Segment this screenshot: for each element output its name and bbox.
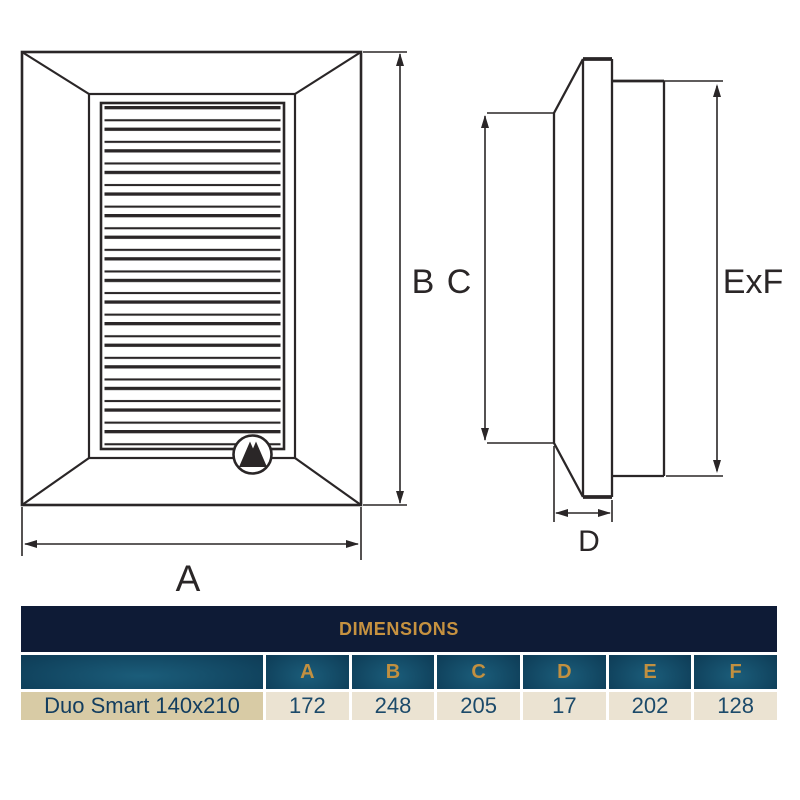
table-header-f: F bbox=[694, 655, 777, 689]
table-title: DIMENSIONS bbox=[338, 618, 459, 639]
side-view bbox=[552, 57, 666, 499]
value-d-cell: 17 bbox=[522, 692, 606, 720]
value-b-cell: 248 bbox=[351, 692, 435, 720]
front-outer-frame bbox=[20, 50, 363, 507]
table-header-e: E bbox=[608, 655, 692, 689]
technical-drawing: A B C ExF D bbox=[20, 50, 783, 599]
front-view bbox=[20, 50, 363, 507]
table-header-b: B bbox=[351, 655, 435, 689]
value-c-cell: 205 bbox=[437, 692, 520, 720]
front-inner-frame bbox=[87, 92, 297, 460]
dim-label-b: B bbox=[412, 263, 435, 301]
table-header-product bbox=[21, 655, 263, 689]
dimensions-table: DIMENSIONS A B C D E F Duo Smart 140x210… bbox=[21, 606, 777, 720]
table-header-row: A B C D E F bbox=[21, 655, 777, 689]
louver-frame bbox=[99, 101, 286, 451]
table-header-c: C bbox=[437, 655, 520, 689]
dim-label-d: D bbox=[578, 525, 600, 558]
dim-label-c: C bbox=[447, 263, 472, 301]
product-name-cell: Duo Smart 140x210 bbox=[21, 692, 263, 720]
dim-label-a: A bbox=[176, 558, 201, 599]
brand-logo-icon bbox=[232, 434, 273, 475]
table-row: Duo Smart 140x210 172 248 205 17 202 128 bbox=[21, 692, 777, 720]
dim-label-exf: ExF bbox=[723, 263, 783, 301]
value-a-cell: 172 bbox=[266, 692, 349, 720]
table-title-row: DIMENSIONS bbox=[21, 606, 777, 652]
louver-slats bbox=[104, 106, 281, 447]
table-header-d: D bbox=[522, 655, 606, 689]
value-f-cell: 128 bbox=[694, 692, 777, 720]
side-bezel bbox=[552, 58, 585, 498]
table-header-a: A bbox=[266, 655, 349, 689]
value-e-cell: 202 bbox=[608, 692, 692, 720]
dimension-lines bbox=[21, 51, 723, 560]
